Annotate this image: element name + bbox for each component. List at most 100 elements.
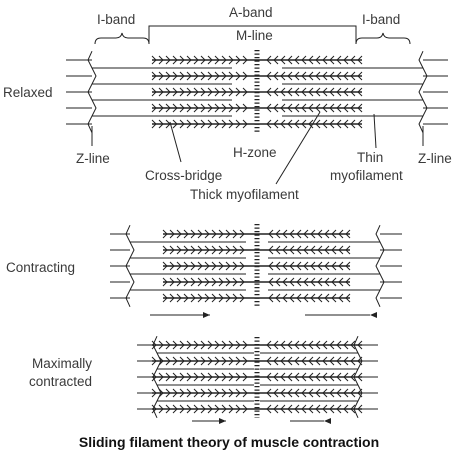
cross-bridge <box>331 229 337 239</box>
cross-bridge <box>343 356 349 366</box>
cross-bridge <box>218 293 224 303</box>
cross-bridge <box>322 119 328 129</box>
cross-bridge <box>232 261 238 271</box>
cross-bridge <box>242 55 248 65</box>
cross-bridge <box>221 119 227 129</box>
cross-bridge <box>179 87 185 97</box>
cross-bridge <box>273 388 279 398</box>
cross-bridge <box>214 340 220 350</box>
cross-bridge <box>200 356 206 366</box>
cross-bridge <box>268 277 274 287</box>
cross-bridge <box>289 261 295 271</box>
cross-bridge <box>235 119 241 129</box>
cross-bridge <box>301 103 307 113</box>
cross-bridge <box>343 55 349 65</box>
cross-bridge <box>207 87 213 97</box>
cross-bridge <box>158 87 164 97</box>
cross-bridge <box>266 55 272 65</box>
cross-bridge <box>282 229 288 239</box>
cross-bridge <box>350 356 356 366</box>
cross-bridge <box>345 261 351 271</box>
cross-bridge <box>294 71 300 81</box>
contraction-arrowhead-right <box>370 312 377 318</box>
relaxed-label: Relaxed <box>3 85 53 100</box>
cross-bridge <box>287 388 293 398</box>
cross-bridge <box>301 71 307 81</box>
cross-bridge <box>242 372 248 382</box>
cross-bridge <box>357 103 363 113</box>
cross-bridge <box>158 71 164 81</box>
cross-bridge <box>266 340 272 350</box>
cross-bridge <box>179 71 185 81</box>
cross-bridge <box>301 55 307 65</box>
cross-bridge <box>165 340 171 350</box>
cross-bridge <box>273 119 279 129</box>
cross-bridge <box>273 71 279 81</box>
cross-bridge <box>204 261 210 271</box>
cross-bridge <box>322 87 328 97</box>
cross-bridge <box>172 55 178 65</box>
cross-bridge <box>193 87 199 97</box>
contracting-label: Contracting <box>6 260 75 275</box>
cross-bridge <box>200 103 206 113</box>
cross-bridge <box>343 87 349 97</box>
cross-bridge <box>350 119 356 129</box>
a-band-bracket <box>148 25 357 44</box>
cross-bridge <box>218 261 224 271</box>
cross-bridge <box>228 340 234 350</box>
cross-bridge <box>183 277 189 287</box>
cross-bridge <box>193 340 199 350</box>
cross-bridge <box>357 372 363 382</box>
cross-bridge <box>350 388 356 398</box>
cross-bridge <box>228 55 234 65</box>
cross-bridge <box>186 103 192 113</box>
cross-bridge <box>200 87 206 97</box>
cross-bridge <box>308 55 314 65</box>
cross-bridge <box>193 55 199 65</box>
cross-bridge <box>266 404 272 414</box>
cross-bridge <box>294 119 300 129</box>
a-band-label: A-band <box>229 5 273 20</box>
cross-bridge <box>266 356 272 366</box>
cross-bridge <box>345 277 351 287</box>
cross-bridge <box>221 356 227 366</box>
cross-bridge <box>158 55 164 65</box>
cross-bridge <box>308 87 314 97</box>
cross-bridge <box>294 55 300 65</box>
cross-bridge <box>324 245 330 255</box>
cross-bridge <box>183 293 189 303</box>
cross-bridge <box>324 261 330 271</box>
contraction-arrowhead-left <box>203 312 210 318</box>
cross-bridge <box>357 404 363 414</box>
cross-bridge <box>331 261 337 271</box>
cross-bridge <box>343 340 349 350</box>
cross-bridge <box>165 372 171 382</box>
cross-bridge <box>303 229 309 239</box>
cross-bridge <box>151 388 157 398</box>
cross-bridge <box>176 245 182 255</box>
cross-bridge <box>308 404 314 414</box>
cross-bridge <box>228 87 234 97</box>
cross-bridge <box>343 119 349 129</box>
cross-bridge <box>190 229 196 239</box>
cross-bridge <box>228 71 234 81</box>
cross-bridge <box>242 71 248 81</box>
cross-bridge-label: Cross-bridge <box>145 168 222 183</box>
cross-bridge <box>301 119 307 129</box>
cross-bridge <box>308 119 314 129</box>
cross-bridge <box>165 87 171 97</box>
cross-bridge <box>211 261 217 271</box>
cross-bridge <box>310 245 316 255</box>
cross-bridge <box>151 372 157 382</box>
cross-bridge <box>169 261 175 271</box>
cross-bridge <box>317 261 323 271</box>
cross-bridge <box>183 245 189 255</box>
cross-bridge <box>207 119 213 129</box>
cross-bridge <box>345 293 351 303</box>
z-line-right <box>375 224 385 308</box>
cross-bridge <box>350 71 356 81</box>
cross-bridge <box>280 340 286 350</box>
cross-bridge <box>197 229 203 239</box>
cross-bridge <box>275 261 281 271</box>
